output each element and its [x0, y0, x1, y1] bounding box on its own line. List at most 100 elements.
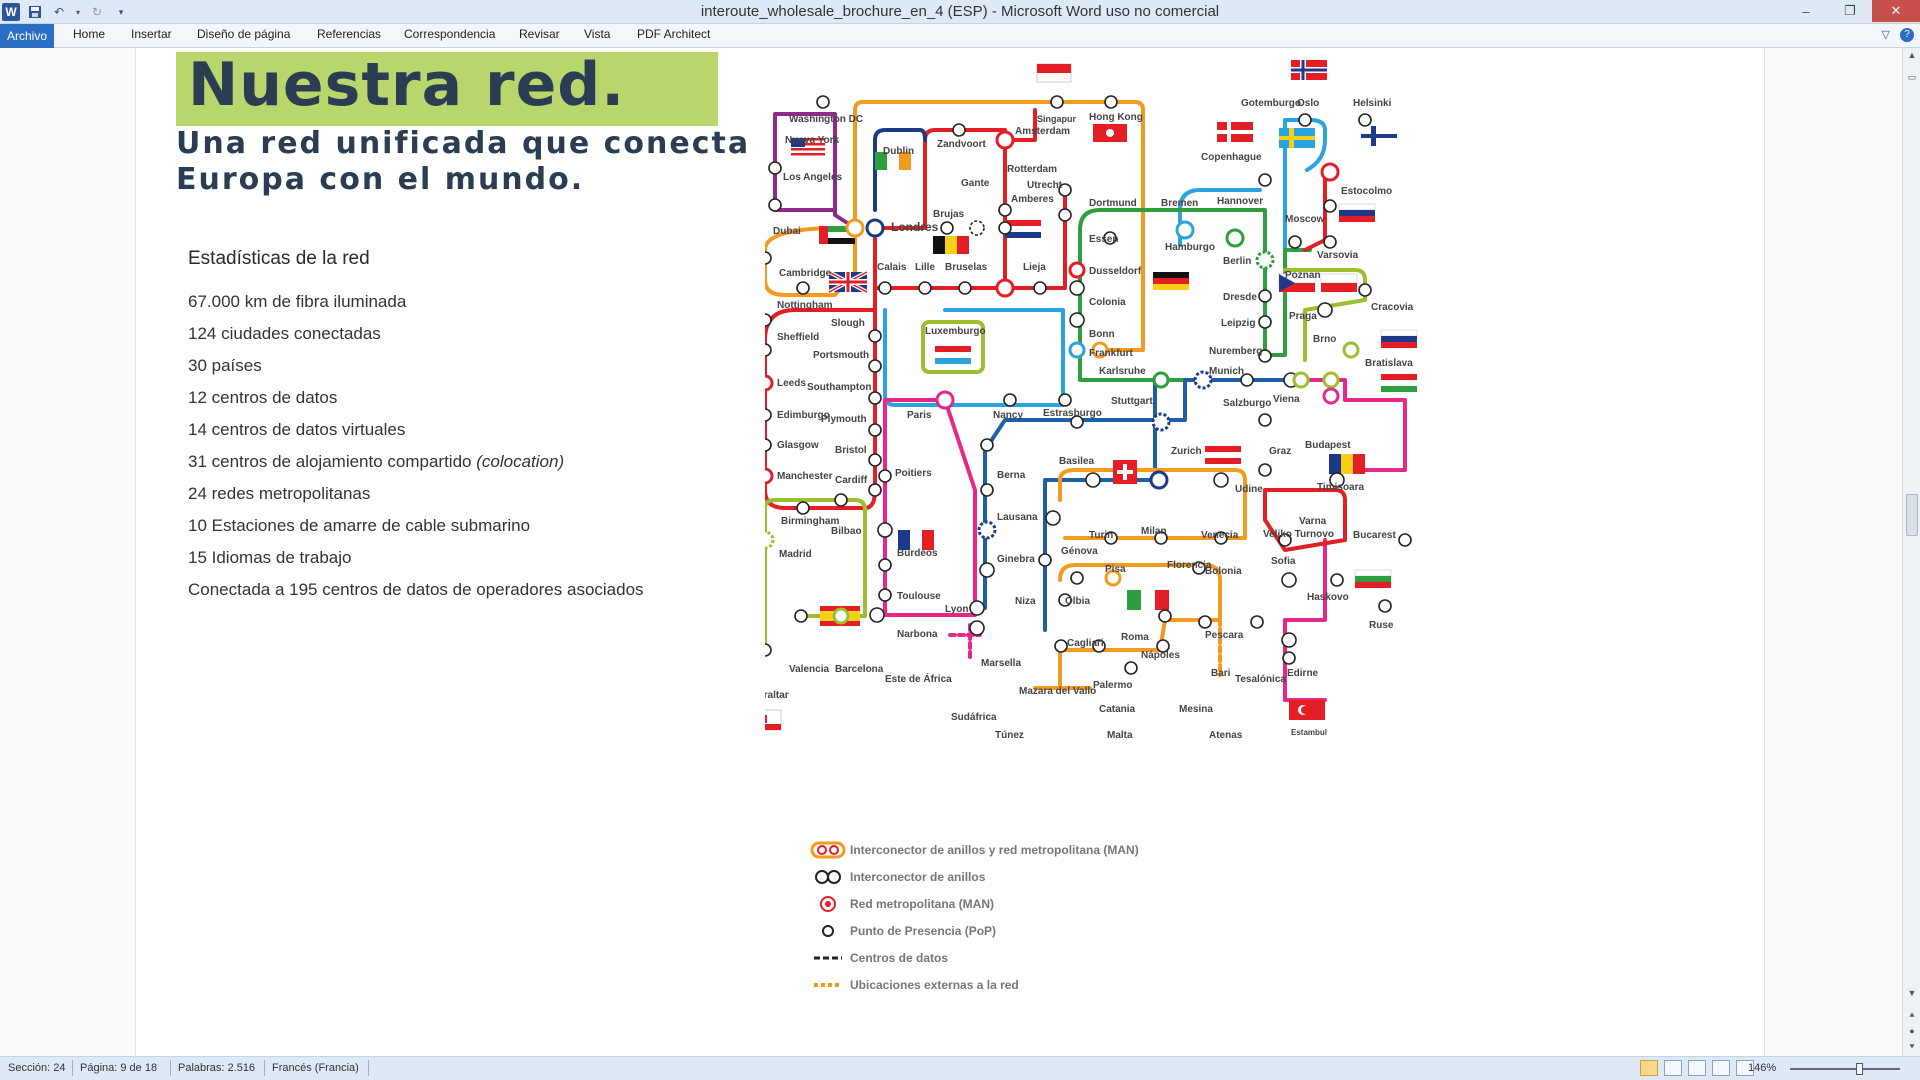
undo-icon[interactable]: ↶ — [53, 5, 65, 19]
station-label: Malta — [1107, 730, 1133, 741]
scrollbar-thumb[interactable] — [1906, 494, 1918, 536]
tab-insertar[interactable]: Insertar — [131, 27, 172, 41]
full-screen-reading-view-button[interactable] — [1664, 1060, 1682, 1076]
save-icon[interactable] — [26, 3, 44, 21]
flag-sweden-icon — [1279, 128, 1315, 148]
next-page-icon[interactable]: ⯆ — [1908, 1042, 1916, 1052]
station-label: Nueva York — [785, 135, 840, 146]
ribbon-right-controls: ▽ ? — [1882, 28, 1914, 42]
station-label: Bremen — [1161, 198, 1198, 209]
station-node — [940, 221, 954, 235]
scroll-up-icon[interactable]: ▲ — [1907, 50, 1917, 60]
zoom-slider[interactable] — [1790, 1068, 1900, 1070]
word-app-icon[interactable]: W — [2, 3, 20, 21]
status-language[interactable]: Francés (Francia) — [272, 1062, 359, 1074]
zoom-slider-knob[interactable] — [1856, 1063, 1863, 1075]
tab-diseno-de-pagina[interactable]: Diseño de página — [197, 27, 291, 41]
station-label: Pescara — [1205, 630, 1244, 641]
station-label: Haskovo — [1307, 592, 1349, 603]
tab-pdf-architect[interactable]: PDF Architect — [637, 27, 711, 41]
print-layout-view-button[interactable] — [1640, 1060, 1658, 1076]
station-node — [878, 588, 892, 602]
flag-switzerland-icon — [1113, 460, 1137, 484]
station-node — [1258, 413, 1272, 427]
station-label: Lille — [915, 262, 935, 273]
station-label: Los Angeles — [783, 172, 843, 183]
tab-correspondencia[interactable]: Correspondencia — [404, 27, 496, 41]
station-node — [1103, 231, 1117, 245]
station-label: Viena — [1273, 394, 1300, 405]
flag-austria-icon — [1205, 446, 1241, 464]
line-dublin — [873, 128, 927, 212]
flag-netherlands-icon — [1005, 220, 1041, 238]
station-label: Niza — [1015, 596, 1036, 607]
station-label: Bari — [1211, 668, 1231, 679]
scroll-down-icon[interactable]: ▼ — [1907, 988, 1917, 998]
station-node — [868, 453, 882, 467]
interconnector-man-node — [1091, 341, 1109, 359]
customize-qat-icon[interactable]: ▾ — [118, 6, 124, 17]
legend-label: Red metropolitana (MAN) — [850, 896, 994, 911]
tab-home[interactable]: Home — [73, 27, 106, 41]
line-dubai — [765, 226, 857, 297]
web-layout-view-button[interactable] — [1688, 1060, 1706, 1076]
stat-item: 10 Estaciones de amarre de cable submari… — [188, 516, 531, 535]
flag-slovakia-icon — [1380, 329, 1418, 348]
ruler-toggle-icon[interactable]: ▭ — [1907, 72, 1917, 82]
stat-item: Conectada a 195 centros de datos de oper… — [188, 580, 644, 599]
restore-button[interactable]: ❐ — [1844, 3, 1856, 18]
interconnector-node — [1225, 228, 1245, 248]
previous-page-icon[interactable]: ⯅ — [1908, 1010, 1916, 1020]
quick-access-toolbar: W ↶ ▾ ↻ ▾ — [2, 2, 130, 22]
draft-view-button[interactable] — [1736, 1060, 1754, 1076]
interconnector-node — [832, 607, 850, 625]
line-tunis — [1033, 648, 1062, 690]
station-label: Edirne — [1287, 668, 1319, 679]
document-page[interactable]: Nuestra red. Una red unificada que conec… — [135, 48, 1765, 1056]
station-label: Túnez — [995, 730, 1024, 741]
station-label: Southampton — [807, 382, 871, 393]
station-label: Rotterdam — [1007, 164, 1057, 175]
external-location-icon — [808, 975, 848, 995]
station-node — [980, 438, 994, 452]
stat-item: 12 centros de datos — [188, 388, 338, 407]
ring-interconnector-node — [1069, 280, 1085, 296]
vertical-scrollbar[interactable]: ▲ ▭ ▼ ⯅ ● ⯆ — [1902, 48, 1920, 1056]
ring-interconnector-node — [877, 522, 893, 538]
station-label: Colonia — [1089, 297, 1126, 308]
browse-object-icon[interactable]: ● — [1909, 1026, 1915, 1036]
tab-archivo[interactable]: Archivo — [0, 24, 54, 48]
tab-revisar[interactable]: Revisar — [519, 27, 560, 41]
stat-item: 124 ciudades conectadas — [188, 324, 381, 343]
tab-referencias[interactable]: Referencias — [317, 27, 382, 41]
help-icon[interactable]: ? — [1900, 28, 1914, 42]
status-section[interactable]: Sección: 24 — [8, 1062, 66, 1074]
station-node — [1070, 571, 1084, 585]
station-label: Cagliari — [1067, 638, 1104, 649]
expand-ribbon-icon[interactable]: ▽ — [1881, 29, 1890, 41]
status-words[interactable]: Palabras: 2.516 — [178, 1062, 256, 1074]
outline-view-button[interactable] — [1712, 1060, 1730, 1076]
station-node — [998, 221, 1012, 235]
minimize-button[interactable]: – — [1802, 3, 1810, 19]
man-node — [1322, 387, 1340, 405]
flag-russia-icon — [1338, 203, 1376, 222]
window-title: interoute_wholesale_brochure_en_4 (ESP) … — [700, 3, 1220, 20]
station-label: Zandvoort — [937, 139, 987, 150]
zoom-level[interactable]: 146% — [1748, 1062, 1777, 1074]
interconnector-node — [1292, 371, 1310, 389]
ring-interconnector-icon — [808, 867, 848, 887]
interconnector-node — [1342, 341, 1360, 359]
line-scandinavia — [1283, 118, 1327, 252]
station-node — [1323, 199, 1337, 213]
status-page[interactable]: Página: 9 de 18 — [80, 1062, 158, 1074]
station-label: Glasgow — [777, 440, 819, 451]
station-label: Ruse — [1369, 620, 1394, 631]
station-node — [1358, 283, 1372, 297]
close-button[interactable]: ✕ — [1872, 0, 1920, 22]
tab-vista[interactable]: Vista — [584, 27, 611, 41]
interconnector-node — [1322, 371, 1340, 389]
undo-dropdown-icon[interactable]: ▾ — [75, 7, 80, 17]
redo-icon[interactable]: ↻ — [91, 5, 103, 19]
station-node — [1104, 95, 1118, 109]
